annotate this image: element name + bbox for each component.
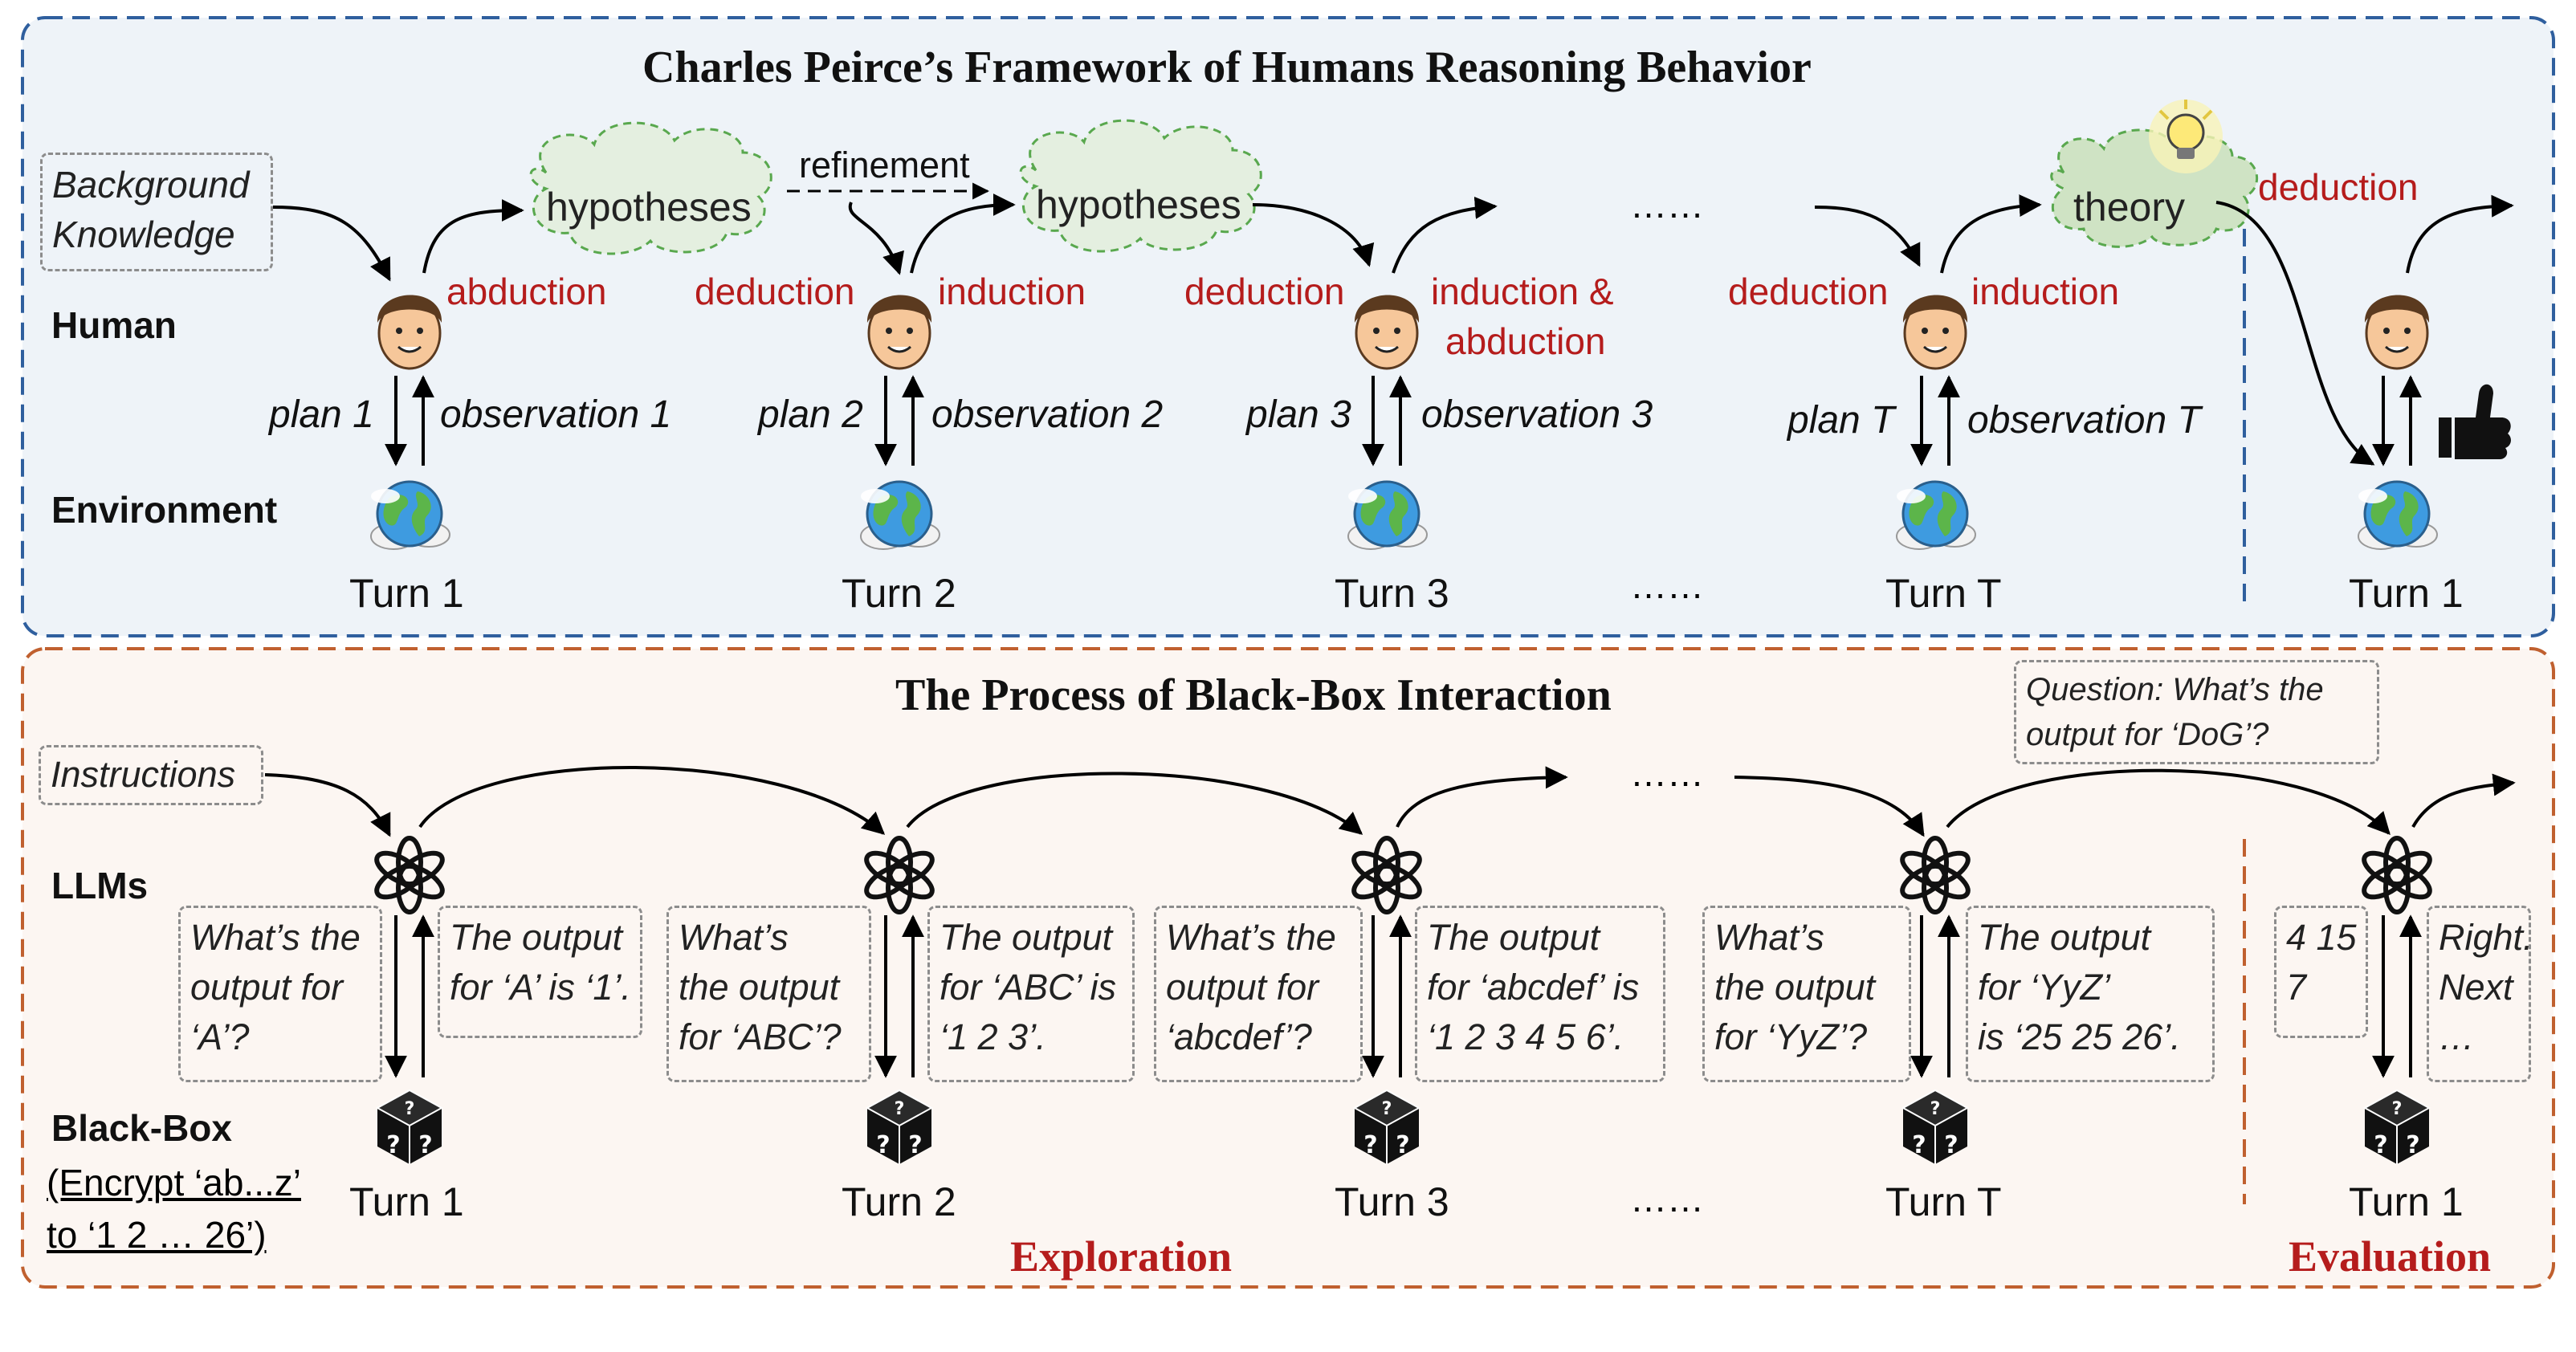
lightbulb-icon (2149, 100, 2223, 173)
human-face-icon (866, 295, 932, 370)
svg-text:?: ? (405, 1099, 415, 1119)
earth-globe-icon (1896, 480, 1976, 550)
svg-text:?: ? (1382, 1099, 1392, 1119)
human-face-icon (1354, 295, 1420, 370)
svg-text:?: ? (1363, 1131, 1377, 1159)
mystery-box-icon: ??? (375, 1089, 444, 1164)
svg-text:?: ? (2406, 1131, 2419, 1159)
openai-logo-icon (374, 836, 445, 914)
top-flow-arrows (272, 193, 2514, 466)
mystery-box-icon: ??? (2362, 1089, 2431, 1164)
mystery-box-icon: ??? (1352, 1089, 1421, 1164)
svg-text:?: ? (418, 1131, 432, 1159)
bottom-query-response-arrows (385, 914, 2422, 1078)
svg-text:?: ? (895, 1099, 905, 1119)
svg-text:?: ? (908, 1131, 922, 1159)
svg-text:?: ? (2392, 1099, 2403, 1119)
openai-logo-icon (1900, 836, 1971, 914)
cloud-hypotheses-1 (529, 121, 772, 255)
svg-text:?: ? (1396, 1131, 1409, 1159)
bottom-panel (21, 647, 2555, 1289)
svg-text:?: ? (1930, 1099, 1941, 1119)
human-face-icon (2364, 295, 2430, 370)
earth-globe-icon (1347, 480, 1428, 550)
human-face-icon (1902, 295, 1968, 370)
svg-text:?: ? (1912, 1131, 1926, 1159)
openai-logo-icon (864, 836, 935, 914)
mystery-box-icon: ??? (1901, 1089, 1970, 1164)
svg-text:?: ? (876, 1131, 890, 1159)
human-face-icon (377, 295, 442, 370)
svg-text:?: ? (2374, 1131, 2387, 1159)
openai-logo-icon (2362, 836, 2432, 914)
thumbs-up-icon (2439, 384, 2511, 459)
openai-logo-icon (1351, 836, 1422, 914)
earth-globe-icon (2358, 480, 2438, 550)
svg-text:?: ? (1944, 1131, 1958, 1159)
svg-text:?: ? (386, 1131, 400, 1159)
top-plan-observation-arrows (385, 375, 2422, 466)
mystery-box-icon: ??? (865, 1089, 934, 1164)
bottom-flow-arrows (264, 766, 2516, 837)
earth-globe-icon (860, 480, 940, 550)
cloud-hypotheses-2 (1019, 119, 1262, 253)
earth-globe-icon (370, 480, 450, 550)
